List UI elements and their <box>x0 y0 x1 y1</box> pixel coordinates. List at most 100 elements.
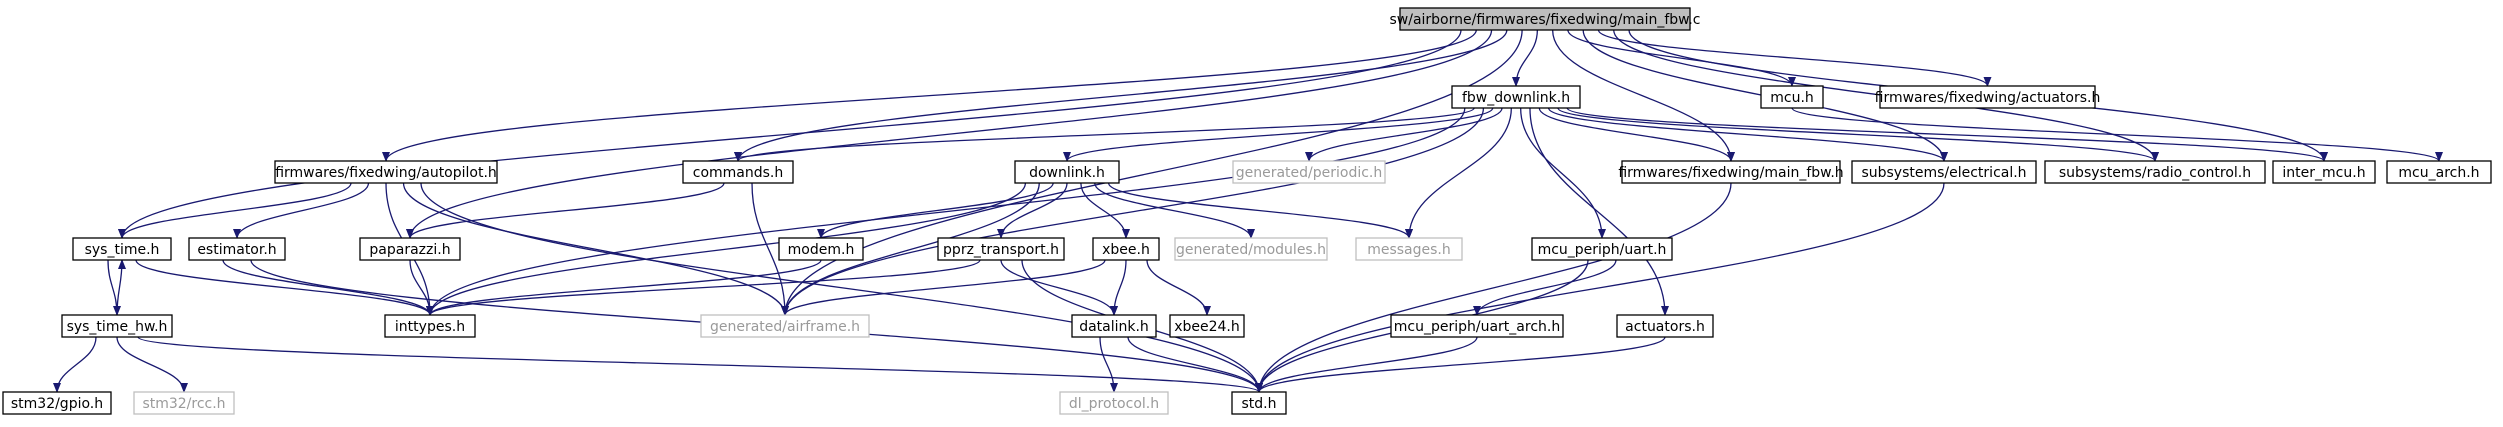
node-box <box>700 314 870 338</box>
node-actuators-h[interactable]: actuators.h <box>1616 314 1714 338</box>
node-label: firmwares/fixedwing/actuators.h <box>1875 90 2101 106</box>
node-label: modem.h <box>788 242 855 258</box>
node-fbw-downlink-h[interactable]: fbw_downlink.h <box>1451 85 1581 109</box>
node-label: messages.h <box>1367 242 1451 258</box>
node-label: xbee.h <box>1102 242 1150 258</box>
edge-sys_time_h-to-sys_time_hw_h <box>107 259 121 316</box>
edge-fbw_downlink_h-to-airframe_h <box>781 107 1485 316</box>
edge-autopilot_h-to-airframe_h <box>402 182 789 316</box>
node-label: firmwares/fixedwing/main_fbw.h <box>1618 165 1843 181</box>
node-modules-h: generated/modules.h <box>1174 237 1328 261</box>
edge-modem_h-to-inttypes_h <box>426 259 822 316</box>
edge-sys_time_hw_h-to-gpio_h <box>53 336 97 393</box>
node-inter-mcu-h[interactable]: inter_mcu.h <box>2272 160 2376 184</box>
node-box <box>1014 160 1120 184</box>
node-box <box>133 391 235 415</box>
node-label: datalink.h <box>1079 319 1149 335</box>
edge-main_fbw_c-to-mcu_h <box>1567 29 1796 87</box>
node-mcu-arch-h[interactable]: mcu_arch.h <box>2386 160 2492 184</box>
node-box <box>1851 160 2037 184</box>
edge-main_fbw_c-to-sys_time_h <box>118 29 1462 239</box>
node-sys-time-h[interactable]: sys_time.h <box>72 237 172 261</box>
node-main-fbw-h[interactable]: firmwares/fixedwing/main_fbw.h <box>1618 160 1844 184</box>
node-autopilot-h[interactable]: firmwares/fixedwing/autopilot.h <box>274 160 498 184</box>
node-actuators-fw-h[interactable]: firmwares/fixedwing/actuators.h <box>1875 85 2101 109</box>
node-label: inttypes.h <box>395 319 465 335</box>
edge-sys_time_h-to-inttypes_h <box>135 259 434 316</box>
node-box <box>72 237 172 261</box>
node-box <box>2044 160 2266 184</box>
node-periodic-h: generated/periodic.h <box>1232 160 1386 184</box>
node-box <box>1059 391 1169 415</box>
node-label: inter_mcu.h <box>2282 165 2365 181</box>
edge-main_fbw_c-to-airframe_h <box>781 29 1523 316</box>
node-label: std.h <box>1242 396 1277 412</box>
edge-xbee_h-to-airframe_h <box>781 259 1106 316</box>
node-inttypes-h[interactable]: inttypes.h <box>384 314 476 338</box>
node-box <box>1616 314 1714 338</box>
node-estimator-h[interactable]: estimator.h <box>188 237 286 261</box>
node-box <box>2386 160 2492 184</box>
node-box <box>1071 314 1157 338</box>
node-box <box>778 237 864 261</box>
node-box <box>188 237 286 261</box>
node-label: actuators.h <box>1625 319 1705 335</box>
node-box <box>1092 237 1160 261</box>
edge-uart_h-to-uart_arch_h <box>1473 259 1617 316</box>
edge-sys_time_hw_h-to-rcc_h <box>116 336 188 393</box>
edge-commands_h-to-airframe_h <box>751 182 789 316</box>
node-label: commands.h <box>693 165 784 181</box>
edge-downlink_h-to-pprz_transport_h <box>997 182 1068 239</box>
node-main-fbw-c[interactable]: sw/airborne/firmwares/fixedwing/main_fbw… <box>1389 7 1701 31</box>
edge-autopilot_h-to-estimator_h <box>233 182 370 239</box>
edge-downlink_h-to-modules_h <box>1094 182 1255 239</box>
node-box <box>1531 237 1673 261</box>
edge-fbw_downlink_h-to-actuators_h <box>1529 107 1669 316</box>
edge-autopilot_h-to-std_h <box>420 182 1263 393</box>
node-dl-protocol-h: dl_protocol.h <box>1059 391 1169 415</box>
edge-fbw_downlink_h-to-radio_control_h <box>1557 107 2159 162</box>
edge-fbw_downlink_h-to-inter_mcu_h <box>1566 107 2328 162</box>
node-downlink-h[interactable]: downlink.h <box>1014 160 1120 184</box>
edge-fbw_downlink_h-to-periodic_h <box>1305 107 1503 162</box>
node-box <box>1231 391 1287 415</box>
node-xbee-h[interactable]: xbee.h <box>1092 237 1160 261</box>
edge-main_fbw_c-to-paparazzi_h <box>406 29 1493 239</box>
node-modem-h[interactable]: modem.h <box>778 237 864 261</box>
node-commands-h[interactable]: commands.h <box>682 160 794 184</box>
node-label: generated/airframe.h <box>710 319 860 335</box>
node-mcu-h[interactable]: mcu.h <box>1760 85 1824 109</box>
node-label: subsystems/electrical.h <box>1861 165 2026 181</box>
edge-downlink_h-to-messages_h <box>1107 182 1413 239</box>
node-label: fbw_downlink.h <box>1462 90 1570 106</box>
node-label: mcu.h <box>1770 90 1814 106</box>
node-box <box>274 160 498 184</box>
node-sys-time-hw-h[interactable]: sys_time_hw.h <box>61 314 173 338</box>
nodes-layer: sw/airborne/firmwares/fixedwing/main_fbw… <box>2 7 2492 415</box>
node-std-h[interactable]: std.h <box>1231 391 1287 415</box>
node-electrical-h[interactable]: subsystems/electrical.h <box>1851 160 2037 184</box>
node-datalink-h[interactable]: datalink.h <box>1071 314 1157 338</box>
node-label: downlink.h <box>1029 165 1105 181</box>
edge-sys_time_hw_h-to-std_h <box>137 336 1263 393</box>
node-uart-h[interactable]: mcu_periph/uart.h <box>1531 237 1673 261</box>
edge-main_fbw_h-to-std_h <box>1255 182 1732 393</box>
edge-main_fbw_c-to-autopilot_h <box>382 29 1477 162</box>
node-radio-control-h[interactable]: subsystems/radio_control.h <box>2044 160 2266 184</box>
node-pprz-transport-h[interactable]: pprz_transport.h <box>937 237 1065 261</box>
node-label: pprz_transport.h <box>943 242 1059 258</box>
edge-datalink_h-to-dl_protocol_h <box>1099 336 1118 393</box>
edge-fbw_downlink_h-to-electrical_h <box>1547 107 1948 162</box>
edge-datalink_h-to-std_h <box>1127 336 1263 393</box>
edge-fbw_downlink_h-to-main_fbw_h <box>1538 107 1735 162</box>
node-uart-arch-h[interactable]: mcu_periph/uart_arch.h <box>1390 314 1564 338</box>
edge-main_fbw_c-to-main_fbw_h <box>1551 29 1735 162</box>
node-paparazzi-h[interactable]: paparazzi.h <box>359 237 461 261</box>
node-label: xbee24.h <box>1174 319 1240 335</box>
edge-downlink_h-to-xbee_h <box>1080 182 1130 239</box>
edge-fbw_downlink_h-to-downlink_h <box>1063 107 1494 162</box>
node-xbee24-h[interactable]: xbee24.h <box>1169 314 1245 338</box>
edge-fbw_downlink_h-to-commands_h <box>734 107 1475 162</box>
node-label: mcu_arch.h <box>2398 165 2479 181</box>
node-gpio-h[interactable]: stm32/gpio.h <box>2 391 112 415</box>
